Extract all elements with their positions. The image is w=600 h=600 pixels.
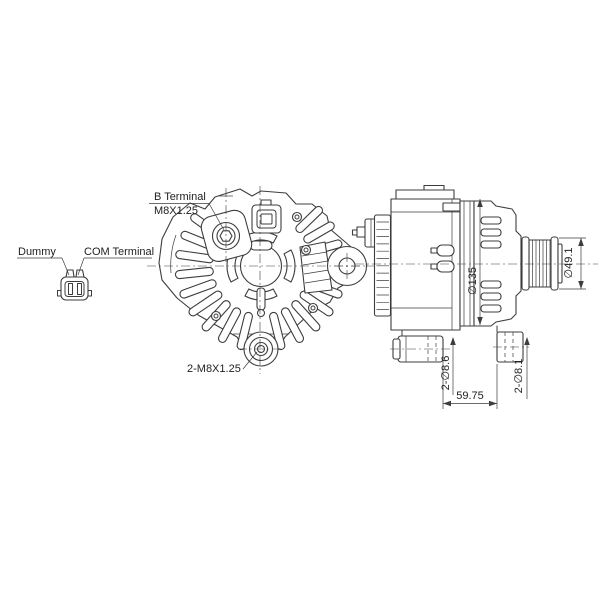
dummy-callout: Dummy <box>18 246 56 258</box>
front-lug-holes-dim: 2-∅8.6 <box>440 355 452 391</box>
pulley-diameter-dim: ∅49.1 <box>563 247 575 279</box>
com-terminal-callout: COM Terminal <box>84 246 155 258</box>
rear-lug-holes-dim: 2-∅8.1 <box>513 358 525 394</box>
dim-rear-lug-holes <box>524 337 530 399</box>
front-view <box>147 186 374 374</box>
screws <box>212 213 318 321</box>
dim-pulley-diameter <box>559 238 586 289</box>
b-terminal-callout: B Terminal <box>154 191 206 203</box>
b-terminal-thread-callout: M8X1.25 <box>154 204 199 217</box>
bearing-boss <box>227 232 295 317</box>
top-connector <box>252 200 281 233</box>
dim-front-lug-holes <box>450 337 456 395</box>
dim-body-diameter <box>477 199 483 325</box>
dim-lug-distance <box>443 355 497 409</box>
side-view <box>353 186 599 410</box>
mount-thread-callout: 2-M8X1.25 <box>187 363 241 375</box>
body-diameter-dim: ∅135 <box>467 267 479 295</box>
regulator-block <box>300 242 332 293</box>
pulley <box>522 237 562 290</box>
connector-detail <box>17 258 152 300</box>
lug-distance-dim: 59.75 <box>456 390 484 402</box>
